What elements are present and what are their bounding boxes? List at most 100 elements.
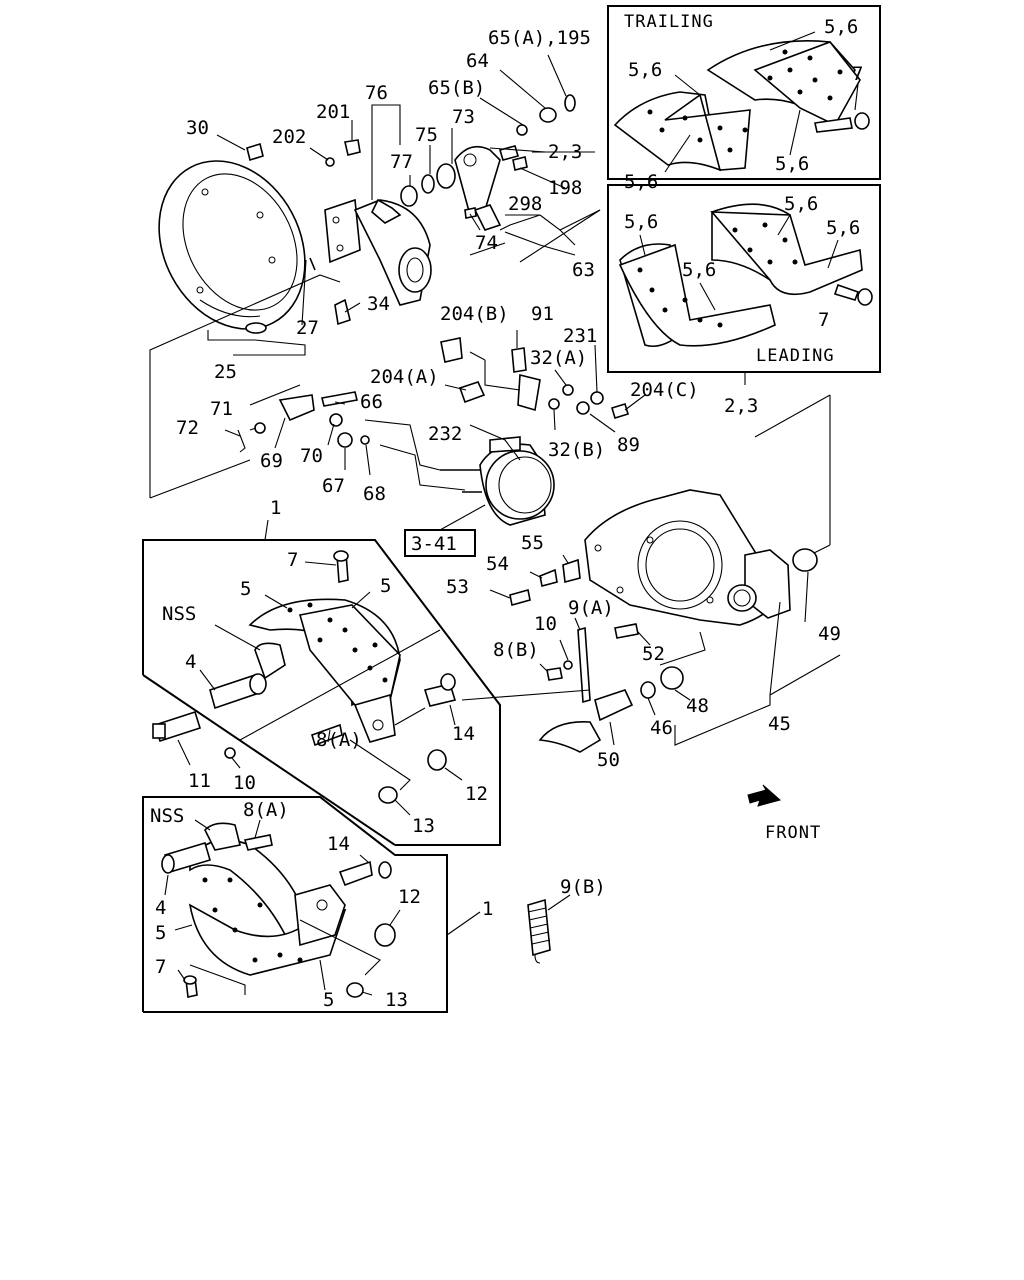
ref-box-3-41 <box>404 529 476 557</box>
label-71: 71 <box>210 398 233 420</box>
label-3-41: 3-41 <box>411 533 457 555</box>
shoe-assembly-lower <box>142 796 448 1013</box>
label-11: 11 <box>188 770 211 792</box>
label-73: 73 <box>452 106 475 128</box>
leader-lines-lower-shoe <box>164 819 481 996</box>
label-10-right: 10 <box>534 613 557 635</box>
label-232: 232 <box>428 423 462 445</box>
camshaft-bracket <box>324 198 432 306</box>
label-201: 201 <box>316 101 350 123</box>
label-nss-lower: NSS <box>150 805 184 827</box>
front-arrow-icon <box>747 784 782 807</box>
label-4-lower: 4 <box>155 897 166 919</box>
label-46: 46 <box>650 717 673 739</box>
label-nss-upper: NSS <box>162 603 196 625</box>
label-32b: 32(B) <box>548 439 605 461</box>
label-67: 67 <box>322 475 345 497</box>
label-202: 202 <box>272 126 306 148</box>
label-52: 52 <box>642 643 665 665</box>
label-74: 74 <box>475 232 498 254</box>
backing-plate <box>158 160 306 334</box>
leading-label-2: 5,6 <box>784 193 818 215</box>
guide-line-left <box>149 274 341 498</box>
guide-line-mid-2 <box>519 209 601 263</box>
label-72: 72 <box>176 417 199 439</box>
label-50: 50 <box>597 749 620 771</box>
label-1-lower: 1 <box>482 898 493 920</box>
trailing-label-3: 7 <box>852 63 863 85</box>
label-204c: 204(C) <box>630 379 699 401</box>
label-53: 53 <box>446 576 469 598</box>
brake-chamber <box>440 436 555 526</box>
label-75: 75 <box>415 124 438 146</box>
label-204a: 204(A) <box>370 366 439 388</box>
part-labels: 65(A),195 64 65(B) 73 76 201 30 202 75 7… <box>150 27 841 1011</box>
leading-label-5: 7 <box>818 309 829 331</box>
label-14-lower: 14 <box>327 833 350 855</box>
guide-line-left-2 <box>149 459 251 499</box>
leading-label-1: 5,6 <box>624 211 658 233</box>
label-231: 231 <box>563 325 597 347</box>
fittings-mid <box>237 337 629 453</box>
label-5-upper-left: 5 <box>240 578 251 600</box>
trailing-label-4: 5,6 <box>775 153 809 175</box>
label-55: 55 <box>521 532 544 554</box>
label-10-left: 10 <box>233 772 256 794</box>
label-68: 68 <box>363 483 386 505</box>
trailing-title: TRAILING <box>624 12 714 32</box>
label-48: 48 <box>686 695 709 717</box>
label-65b: 65(B) <box>428 77 485 99</box>
label-45: 45 <box>768 713 791 735</box>
label-54: 54 <box>486 553 509 575</box>
label-5-lower-left: 5 <box>155 922 166 944</box>
label-12-upper: 12 <box>465 783 488 805</box>
leading-shoe-box: LEADING 5,6 5,6 5,6 5,6 7 <box>607 184 881 373</box>
label-9a: 9(A) <box>568 597 614 619</box>
label-77: 77 <box>390 151 413 173</box>
label-32a: 32(A) <box>530 347 587 369</box>
label-13-upper: 13 <box>412 815 435 837</box>
label-298: 298 <box>508 193 542 215</box>
label-49: 49 <box>818 623 841 645</box>
label-27: 27 <box>296 317 319 339</box>
label-8b: 8(B) <box>493 639 539 661</box>
guide-line-left-3 <box>249 384 301 406</box>
label-76: 76 <box>365 82 388 104</box>
trailing-label-5: 5,6 <box>624 171 658 193</box>
leader-lines-upper-shoe <box>177 519 463 816</box>
label-25: 25 <box>214 361 237 383</box>
leader-lines-housing <box>461 554 841 746</box>
leader-lines-mid <box>224 330 831 556</box>
label-65a-195: 65(A),195 <box>488 27 591 49</box>
leader-lines-top <box>207 54 601 356</box>
label-30: 30 <box>186 117 209 139</box>
label-1-upper: 1 <box>270 497 281 519</box>
label-14-upper: 14 <box>452 723 475 745</box>
label-91: 91 <box>531 303 554 325</box>
label-13-lower: 13 <box>385 989 408 1011</box>
trailing-label-1: 5,6 <box>824 16 858 38</box>
label-front: FRONT <box>765 823 821 843</box>
label-64: 64 <box>466 50 489 72</box>
cam-housing <box>509 489 818 753</box>
label-69: 69 <box>260 450 283 472</box>
shoe-assembly-upper <box>142 539 501 846</box>
leading-label-4: 5,6 <box>682 259 716 281</box>
label-2-3-top: 2,3 <box>548 141 582 163</box>
label-198: 198 <box>548 177 582 199</box>
label-8a-upper: 8(A) <box>316 729 362 751</box>
label-2-3-bottom: 2,3 <box>724 395 758 417</box>
leading-label-3: 5,6 <box>826 217 860 239</box>
guide-line-mid <box>469 242 506 256</box>
label-204b: 204(B) <box>440 303 509 325</box>
small-hardware-top <box>246 94 576 326</box>
label-34: 34 <box>367 293 390 315</box>
trailing-label-2: 5,6 <box>628 59 662 81</box>
label-4-upper: 4 <box>185 651 196 673</box>
label-63: 63 <box>572 259 595 281</box>
label-7-lower: 7 <box>155 956 166 978</box>
label-5-lower-right: 5 <box>323 989 334 1011</box>
label-12-lower: 12 <box>398 886 421 908</box>
label-5-upper-right: 5 <box>380 575 391 597</box>
